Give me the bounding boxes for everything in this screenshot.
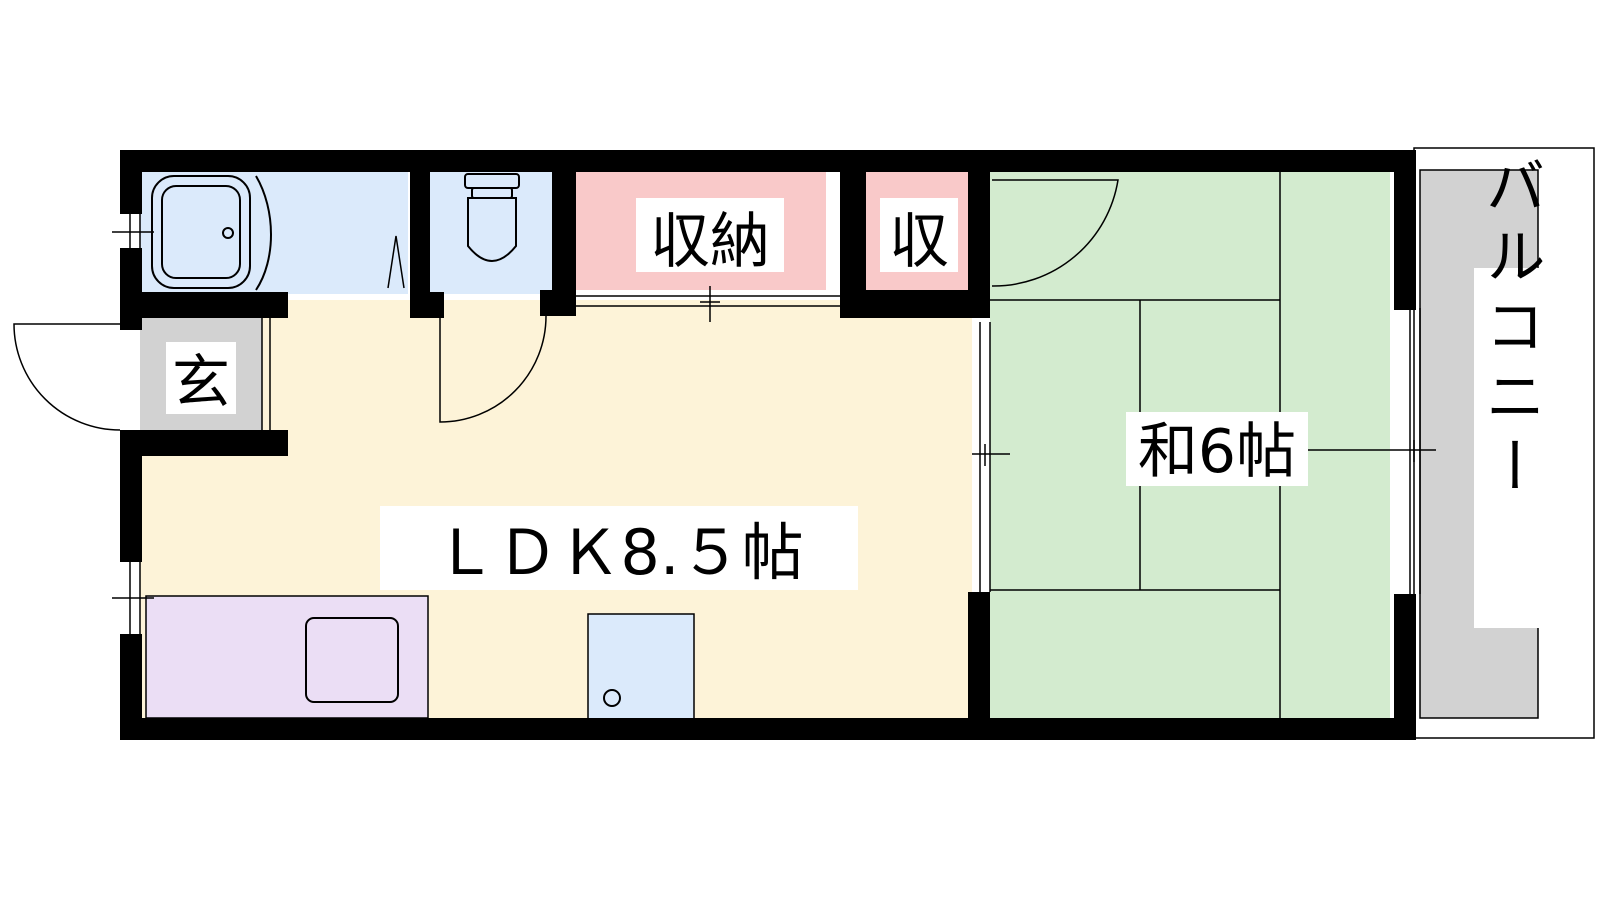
label-storage-small: 収 <box>880 198 958 277</box>
bath-area <box>140 170 408 294</box>
kitchen-sink-icon <box>305 617 399 703</box>
bathtub-icon <box>151 175 272 291</box>
ldk-label: ＬＤＫ8.５帖 <box>434 516 803 589</box>
left-window-top <box>112 210 154 250</box>
storage-small-label: 収 <box>889 207 949 277</box>
label-ldk: ＬＤＫ8.５帖 <box>380 506 858 590</box>
kitchen-counter <box>145 595 429 719</box>
label-entrance: 玄 <box>166 342 236 416</box>
label-washitsu: 和6帖 <box>1126 412 1308 487</box>
door-swing-icon <box>13 179 1119 431</box>
balcony-label: バルコニー <box>1475 155 1545 505</box>
storage-label: 収納 <box>650 207 770 277</box>
left-window-bottom <box>112 560 154 636</box>
balcony-window <box>1304 308 1436 594</box>
entrance-label: 玄 <box>172 348 230 416</box>
washitsu-label: 和6帖 <box>1138 417 1296 487</box>
sliding-partition <box>972 322 1010 592</box>
storage-sliding-door <box>576 286 840 322</box>
label-storage: 収納 <box>636 198 784 277</box>
label-balcony: バルコニー <box>1474 155 1546 628</box>
shower-curtain <box>387 235 405 289</box>
toilet-icon <box>464 173 520 262</box>
washer-pan-icon <box>587 613 695 721</box>
entrance-frame <box>261 318 271 438</box>
walls <box>120 150 1416 740</box>
